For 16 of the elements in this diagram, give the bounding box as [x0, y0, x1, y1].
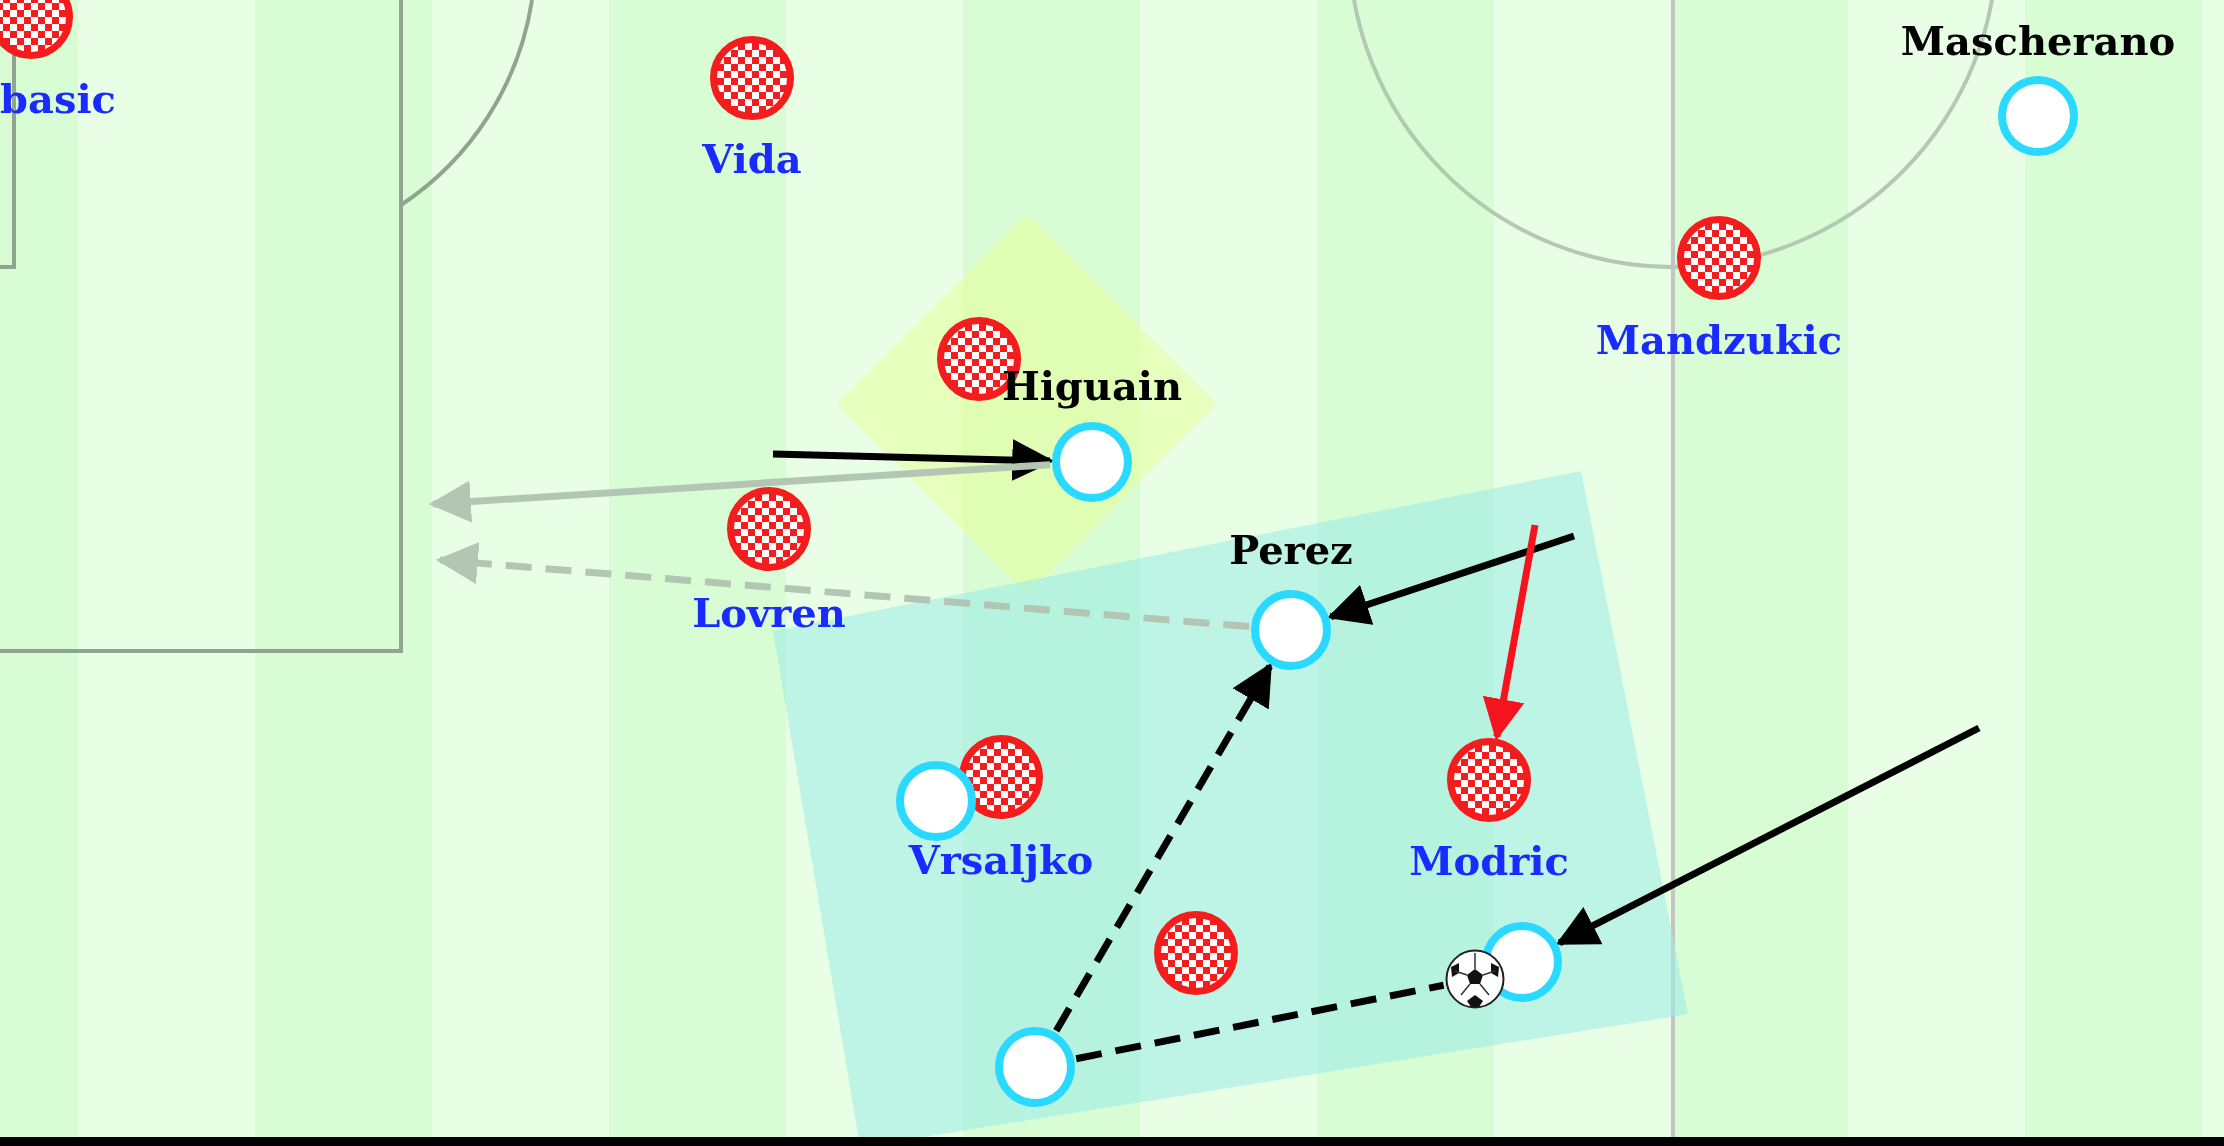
- player-name: Vida: [701, 135, 803, 183]
- arrow: [1053, 662, 1273, 1033]
- arrow: [435, 542, 1250, 631]
- player-name: Vrsaljko: [907, 836, 1095, 884]
- player-name: Modric: [1408, 837, 1570, 885]
- player-name: Lovren: [691, 589, 847, 637]
- arrow: [1326, 532, 1576, 625]
- player-name: Mascherano: [1899, 17, 2177, 65]
- arrow: [428, 461, 1051, 523]
- player-name: basic: [0, 75, 117, 123]
- arrow: [1555, 724, 1981, 946]
- player-name: Perez: [1228, 526, 1354, 574]
- player-name: Mandzukic: [1594, 316, 1844, 364]
- arrow: [1482, 524, 1539, 741]
- pass-line: [1075, 981, 1445, 1063]
- player-name: Higuain: [1000, 362, 1184, 410]
